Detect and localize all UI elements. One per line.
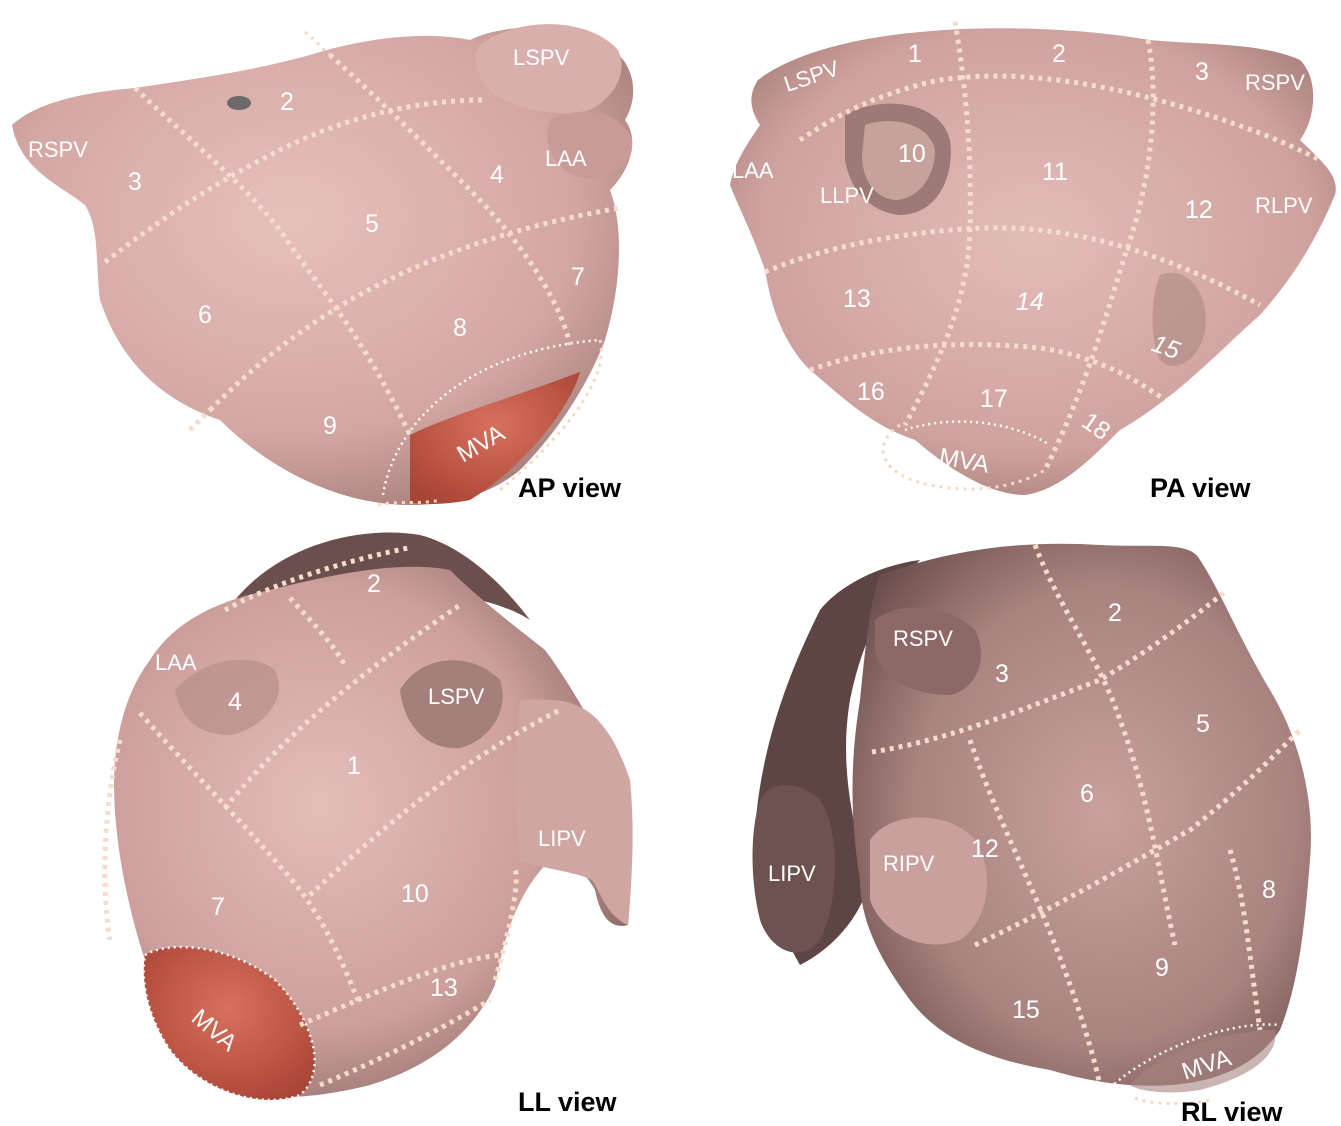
pa-view-label: PA view (1150, 473, 1252, 503)
ll-region-4: 4 (228, 688, 242, 716)
pa-region-12: 12 (1185, 196, 1213, 224)
ll-region-10: 10 (401, 880, 429, 908)
pa-panel: 1 2 3 10 11 12 13 14 15 16 17 18 LSPV RS… (730, 22, 1336, 503)
ap-dark-spot (227, 96, 251, 110)
ll-label-laa: LAA (155, 650, 197, 675)
pa-region-14: 14 (1016, 288, 1044, 316)
ap-region-8: 8 (453, 314, 467, 342)
rl-region-6: 6 (1080, 780, 1094, 808)
rl-region-5: 5 (1196, 710, 1210, 738)
ll-region-13: 13 (430, 974, 458, 1002)
ll-region-7: 7 (211, 893, 225, 921)
pa-region-3: 3 (1195, 58, 1209, 86)
ll-label-lipv: LIPV (538, 826, 586, 851)
rl-label-lipv: LIPV (768, 861, 816, 886)
ap-region-2: 2 (280, 88, 294, 116)
pa-region-2: 2 (1052, 40, 1066, 68)
ll-label-lspv: LSPV (428, 684, 485, 709)
ll-region-2: 2 (367, 570, 381, 598)
pa-region-10: 10 (898, 140, 926, 168)
pa-region-13: 13 (843, 285, 871, 313)
pa-label-llpv: LLPV (820, 183, 874, 208)
rl-region-15: 15 (1012, 996, 1040, 1024)
ll-panel: 2 4 1 7 10 13 LAA LSPV LIPV MVA LL view (105, 533, 633, 1117)
rl-region-3: 3 (995, 660, 1009, 688)
rl-label-ripv: RIPV (883, 851, 935, 876)
ap-region-6: 6 (198, 301, 212, 329)
rl-panel: 2 3 5 6 12 8 9 15 RSPV LIPV RIPV MVA RL … (753, 544, 1311, 1126)
ap-label-lspv: LSPV (513, 45, 570, 70)
rl-region-12: 12 (971, 835, 999, 863)
rl-view-label: RL view (1181, 1097, 1284, 1126)
rl-region-2: 2 (1108, 599, 1122, 627)
pa-region-16: 16 (857, 378, 885, 406)
ap-region-7: 7 (571, 263, 585, 291)
pa-label-rlpv: RLPV (1255, 193, 1313, 218)
ap-region-3: 3 (128, 168, 142, 196)
pa-label-laa: LAA (732, 158, 774, 183)
pa-region-17: 17 (980, 385, 1008, 413)
pa-atrium-surface (730, 28, 1336, 495)
ll-region-1: 1 (347, 752, 361, 780)
ll-view-label: LL view (518, 1087, 618, 1117)
ap-view-label: AP view (518, 473, 622, 503)
rl-ripv-lobe (870, 818, 987, 945)
ap-label-rspv: RSPV (28, 137, 88, 162)
rl-label-rspv: RSPV (893, 626, 953, 651)
rl-region-8: 8 (1262, 876, 1276, 904)
rl-region-9: 9 (1155, 954, 1169, 982)
ap-region-4: 4 (490, 161, 504, 189)
pa-region-1: 1 (908, 40, 922, 68)
ap-region-5: 5 (365, 210, 379, 238)
ap-panel: 2 3 4 5 6 7 8 9 RSPV LSPV LAA MVA AP vie… (12, 24, 633, 505)
pa-label-rspv: RSPV (1245, 70, 1305, 95)
ap-label-laa: LAA (545, 146, 587, 171)
pa-region-11: 11 (1042, 158, 1068, 186)
ap-region-9: 9 (323, 412, 337, 440)
ll-lipv-appendage (516, 700, 632, 925)
